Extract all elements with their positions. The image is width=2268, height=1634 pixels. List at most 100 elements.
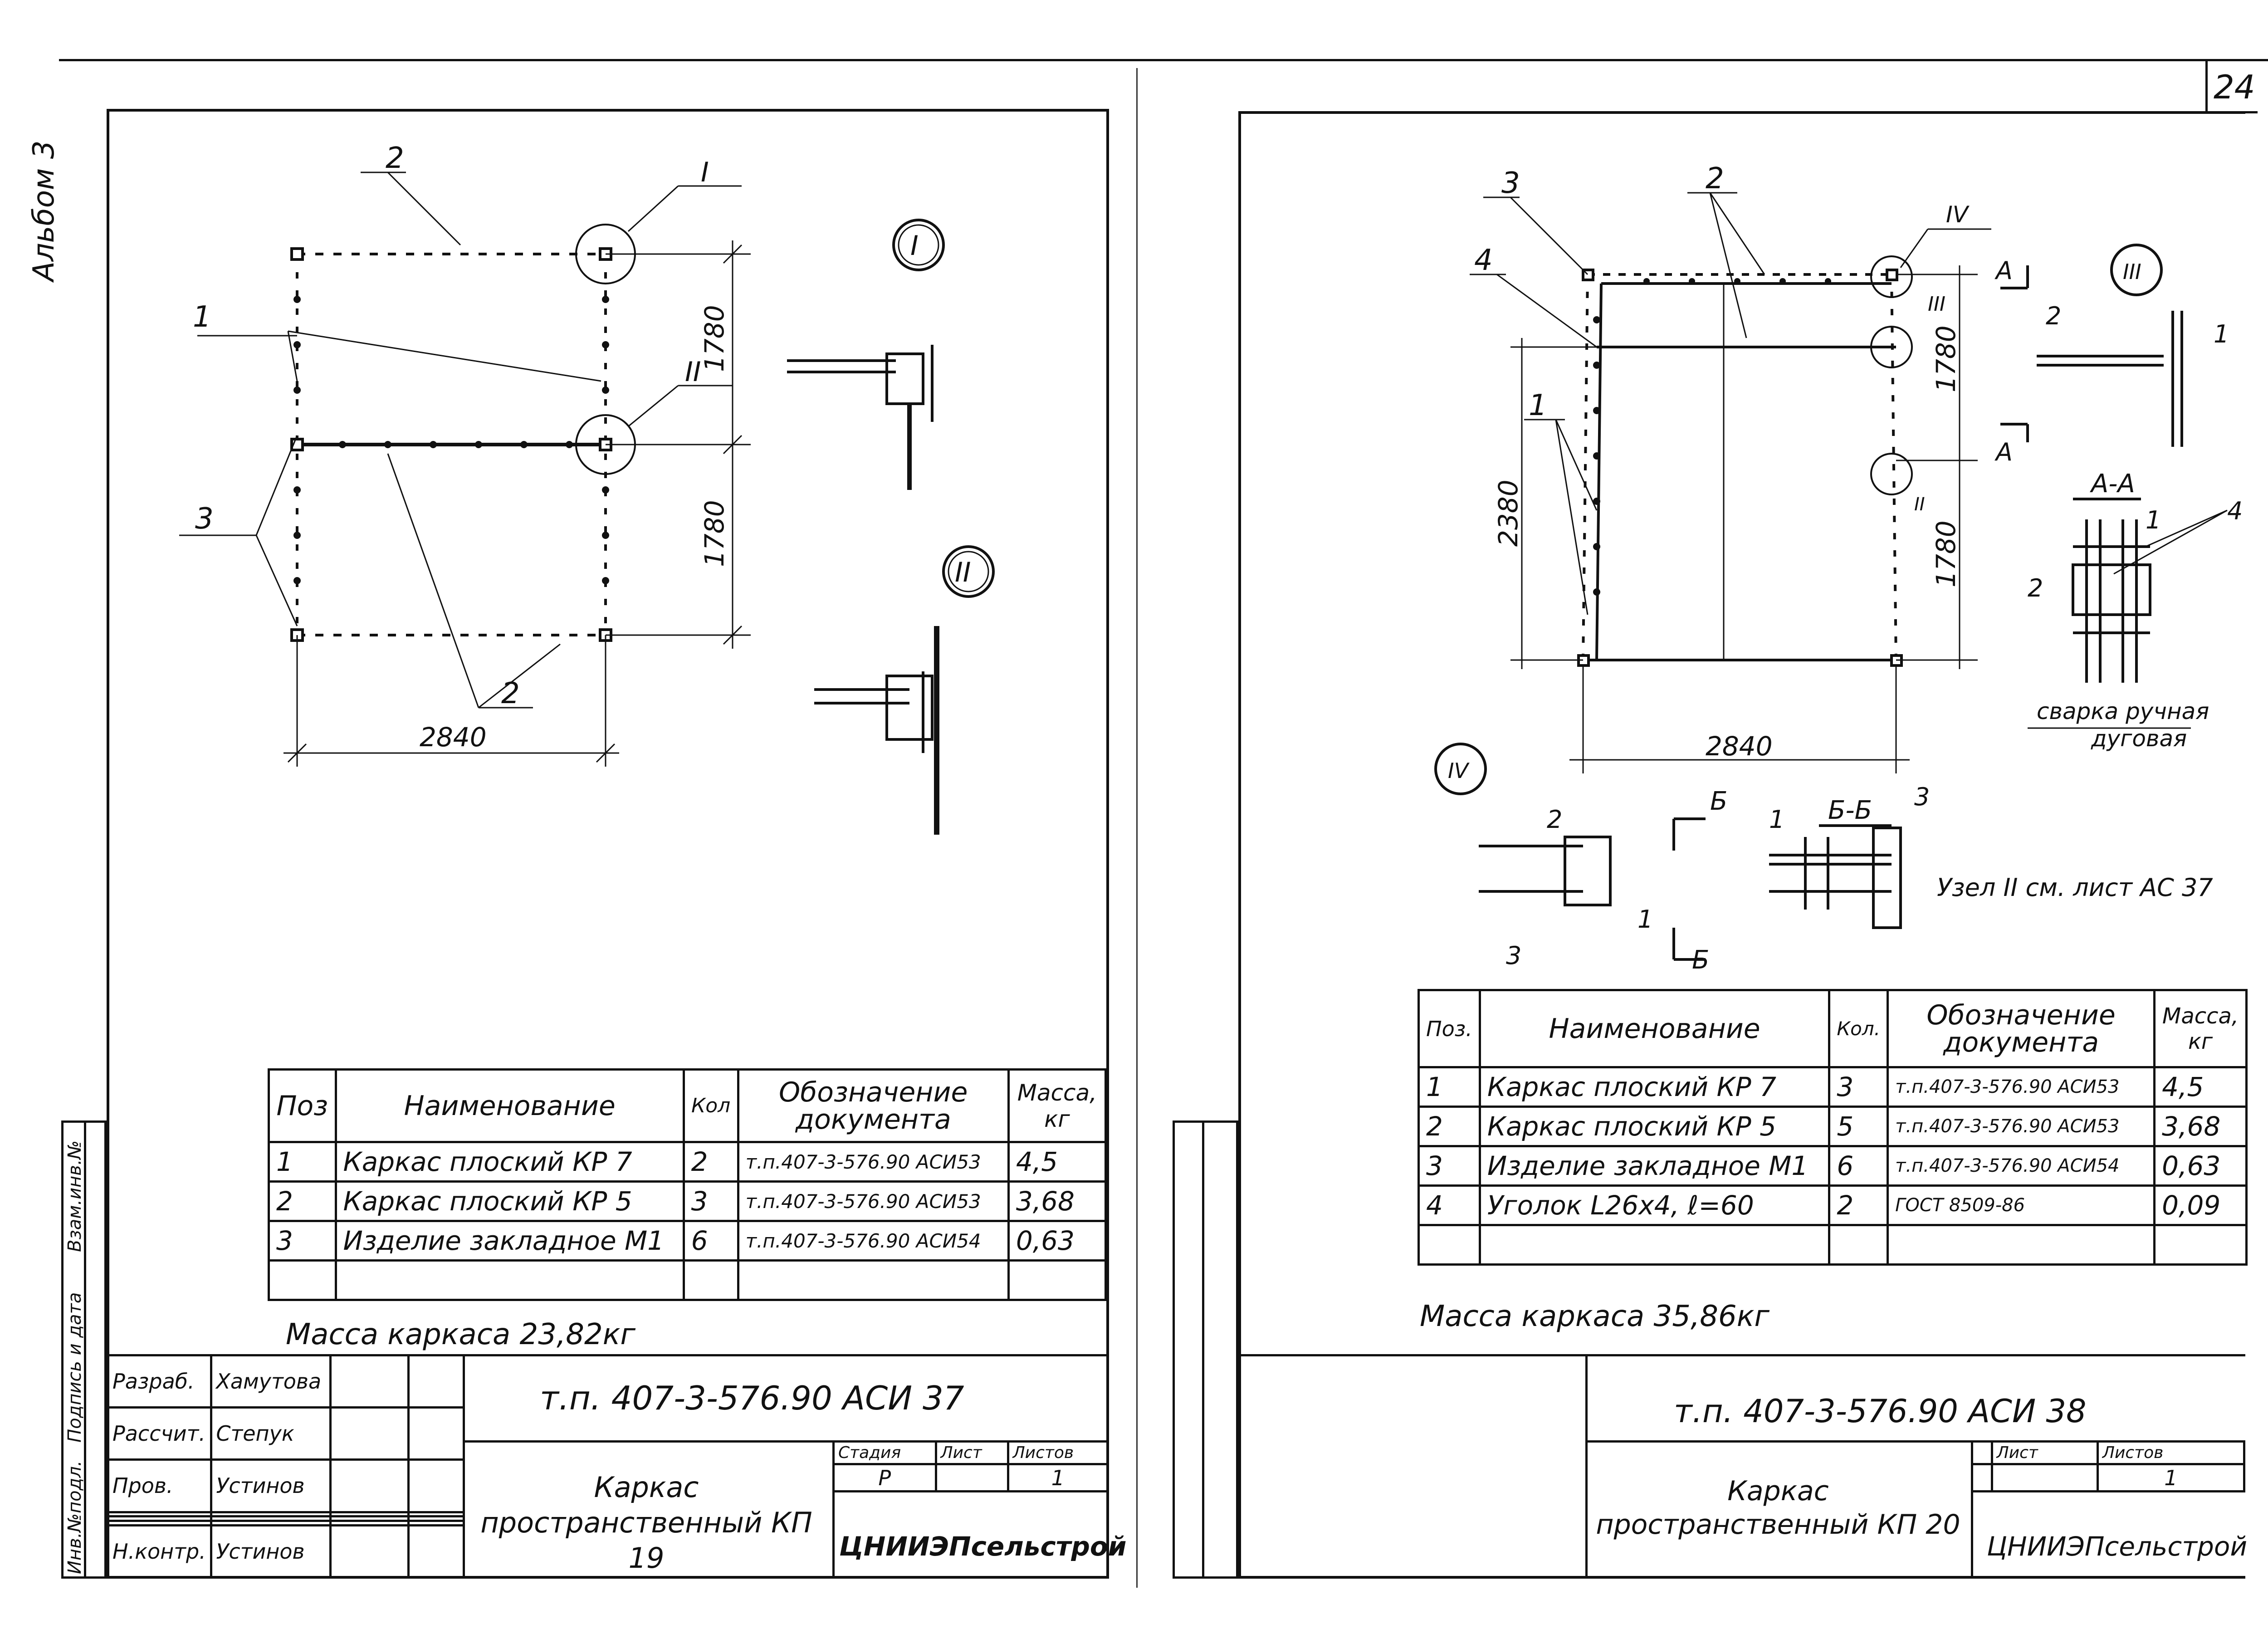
left-spec-hdr-pos: Поз: [268, 1068, 337, 1143]
node-iv-mark-label: IV: [1448, 758, 1470, 783]
stamp-role: Разраб.: [106, 1354, 213, 1409]
section-bb-label: Б-Б: [1828, 796, 1872, 825]
right-stamp-roles: [1238, 1354, 1588, 1579]
node-iii-mark: [2110, 244, 2163, 296]
node-ref-note: Узел II см. лист АС 37: [1937, 873, 2213, 902]
right-stamp-title: Каркас пространственный КП 20: [1596, 1475, 1960, 1541]
node-i-mark: [892, 219, 945, 271]
stamp-name: Устинов: [210, 1524, 332, 1579]
section-aa-label: А-А: [2090, 469, 2135, 499]
stamp-role: Рассчит.: [106, 1406, 213, 1461]
left-row2-name: Каркас плоский КР 5: [334, 1180, 685, 1222]
left-callout-node2: II: [685, 356, 701, 388]
right-stamp-divider-h: [1585, 1440, 2245, 1443]
table-row: 3 Изделие закладное М1 6 т.п.407-3-576.9…: [1418, 1145, 2248, 1187]
table-row: 1 Каркас плоский КР 7 3 т.п.407-3-576.90…: [1418, 1066, 2248, 1108]
left-callout-node1: I: [701, 157, 709, 188]
left-row1-qty: 2: [682, 1141, 739, 1183]
right-spec-hdr-doc: Обозначение документа: [1887, 989, 2156, 1068]
right-section-a-top: А: [1994, 256, 2013, 285]
right-stamp-org: ЦНИИЭПсельстрой: [1987, 1531, 2248, 1562]
right-row1-pos: 1: [1418, 1066, 1481, 1108]
stamp-role: Н.контр.: [106, 1524, 213, 1579]
left-spec-hdr-qty: Кол: [682, 1068, 739, 1143]
right-callout-4: 4: [1474, 244, 1493, 277]
node-iv-callout-2: 2: [1547, 805, 1562, 834]
left-dim-lower: 1780: [699, 500, 730, 567]
left-spec-hdr-doc: Обозначение документа: [737, 1068, 1010, 1143]
left-stamp-code: т.п. 407-3-576.90 АСИ 37: [540, 1379, 964, 1417]
right-stamp-code: т.п. 407-3-576.90 АСИ 38: [1674, 1393, 2087, 1430]
left-callout-2-top: 2: [386, 142, 404, 175]
right-stamp-divider-v: [1971, 1440, 1973, 1579]
album-label: Альбом 3: [27, 140, 61, 281]
left-row3-mass: 0,63: [1007, 1220, 1107, 1262]
right-row1-name: Каркас плоский КР 7: [1478, 1066, 1831, 1108]
right-callout-1: 1: [1529, 389, 1547, 422]
stamp-name: Степук: [210, 1406, 332, 1461]
section-aa-callout-2: 2: [2028, 574, 2043, 602]
page-number: 24: [2214, 68, 2255, 106]
right-row2-qty: 5: [1828, 1106, 1889, 1147]
left-dim-width: 2840: [420, 722, 487, 753]
left-row2-qty: 3: [682, 1180, 739, 1222]
right-row1-doc: т.п.407-3-576.90 АСИ53: [1887, 1066, 2156, 1108]
right-row3-mass: 0,63: [2153, 1145, 2248, 1187]
stamp-col-sheet: Лист: [1990, 1440, 2099, 1465]
right-spec-hdr-mass: Масса, кг: [2153, 989, 2248, 1068]
node-iii-callout-1: 1: [2214, 320, 2229, 348]
right-spec-hdr-pos: Поз.: [1418, 989, 1481, 1068]
node-i-mark-label: I: [910, 230, 919, 262]
left-row2-pos: 2: [268, 1180, 337, 1222]
right-spec-table: Поз. Наименование Кол. Обозначение докум…: [1418, 989, 2248, 1266]
stamp-role: Пров.: [106, 1458, 213, 1513]
left-row2-doc: т.п.407-3-576.90 АСИ53: [737, 1180, 1010, 1222]
left-frame-drawing: 2 I II 1 3 2 1780 1780 2840 I II: [179, 142, 995, 835]
table-row: 1 Каркас плоский КР 7 2 т.п.407-3-576.90…: [268, 1141, 1107, 1183]
right-row2-name: Каркас плоский КР 5: [1478, 1106, 1831, 1147]
node-iv-mark: [1434, 743, 1487, 795]
node-iv-callout-3: 3: [1506, 941, 1521, 970]
right-dim-upper: 1780: [1931, 325, 1961, 392]
right-row1-qty: 3: [1828, 1066, 1889, 1108]
table-row: 4 Уголок L26х4, ℓ=60 2 ГОСТ 8509-86 0,09: [1418, 1184, 2248, 1226]
right-spec-hdr-name: Наименование: [1478, 989, 1831, 1068]
stamp-sheets: 1: [1007, 1463, 1110, 1492]
stamp-stage: Р: [832, 1463, 937, 1492]
stamp-name: Хамутова: [210, 1354, 332, 1409]
right-side-strip-divider: [1202, 1120, 1204, 1579]
left-callout-2-bottom: 2: [501, 677, 520, 710]
stamp-col-sheets: Листов: [1007, 1440, 1110, 1465]
right-callout-3: 3: [1501, 166, 1520, 200]
section-bb-callout-1: 1: [1769, 805, 1784, 834]
right-mass-note: Масса каркаса 35,86кг: [1420, 1300, 1769, 1333]
left-dim-upper: 1780: [699, 305, 730, 372]
table-row: 2 Каркас плоский КР 5 5 т.п.407-3-576.90…: [1418, 1106, 2248, 1147]
node-iii-callout-2: 2: [2046, 302, 2061, 330]
right-row3-qty: 6: [1828, 1145, 1889, 1187]
right-spec-hdr-qty: Кол.: [1828, 989, 1889, 1068]
left-stamp-divider-v: [832, 1440, 835, 1579]
right-row4-qty: 2: [1828, 1184, 1889, 1226]
right-callout-nodeII: II: [1914, 494, 1925, 515]
section-b-bottom: Б: [1692, 945, 1709, 973]
left-stamp-divider-h: [463, 1440, 1109, 1443]
weld-note-line2: дуговая: [2091, 725, 2187, 752]
right-frame-drawing: 3 2 4 1 IV III II А А 1780 1780 2380 284…: [1434, 162, 2243, 973]
right-row2-mass: 3,68: [2153, 1106, 2248, 1147]
section-aa-callout-4: 4: [2227, 497, 2243, 525]
side-label-replace: Взам.инв.№: [64, 1140, 85, 1252]
left-row3-name: Изделие закладное М1: [334, 1220, 685, 1262]
node-ii-mark: [942, 545, 995, 598]
side-label-inv: Инв.№подл.: [64, 1460, 85, 1574]
weld-note-line1: сварка ручная: [2037, 698, 2209, 724]
left-row3-qty: 6: [682, 1220, 739, 1262]
left-row1-name: Каркас плоский КР 7: [334, 1141, 685, 1183]
top-rule: [59, 59, 2268, 61]
center-fold-line: [1136, 68, 1138, 1588]
left-callout-1: 1: [193, 300, 211, 334]
right-row3-doc: т.п.407-3-576.90 АСИ54: [1887, 1145, 2156, 1187]
right-callout-node3: III: [1928, 293, 1945, 316]
right-dim-width: 2840: [1706, 731, 1773, 762]
